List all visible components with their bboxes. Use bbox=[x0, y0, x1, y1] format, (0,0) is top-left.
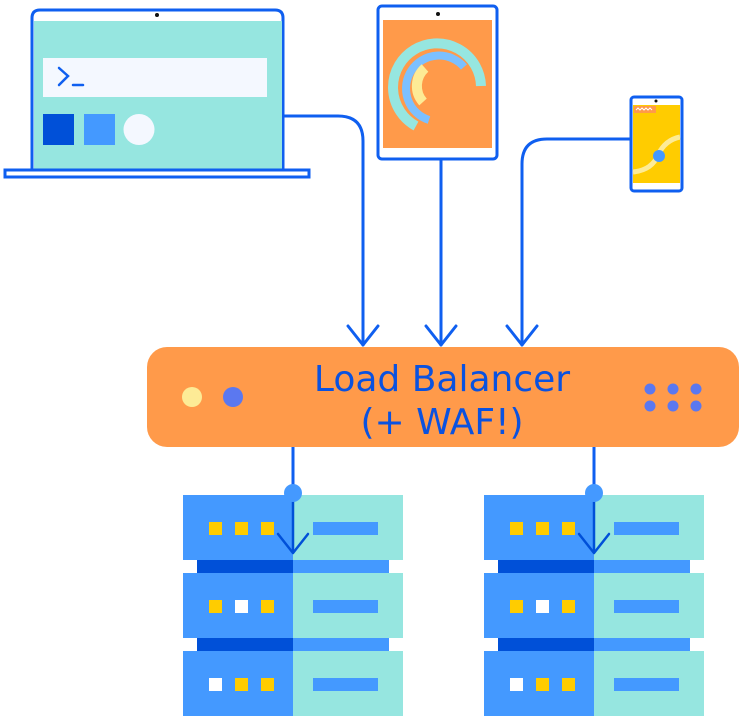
load-balancer: Load Balancer (+ WAF!) bbox=[147, 347, 739, 447]
laptop-arrowhead bbox=[346, 324, 380, 347]
server-led bbox=[209, 600, 222, 613]
server-led bbox=[562, 600, 575, 613]
server-led bbox=[536, 600, 549, 613]
server-rail-right bbox=[594, 560, 690, 573]
laptop-camera bbox=[155, 13, 159, 17]
server-rail-left bbox=[498, 560, 594, 573]
server-led bbox=[562, 522, 575, 535]
server-led bbox=[261, 600, 274, 613]
load-balancer-title-line2: (+ WAF!) bbox=[360, 402, 523, 443]
load-balancer-title-line1: Load Balancer bbox=[314, 359, 570, 400]
server-led bbox=[235, 678, 248, 691]
server-status-bar bbox=[614, 522, 679, 535]
server-led bbox=[261, 678, 274, 691]
server-led bbox=[536, 678, 549, 691]
server-led bbox=[235, 600, 248, 613]
phone-arrowhead bbox=[505, 324, 539, 347]
server-rail-left bbox=[197, 560, 293, 573]
white-circle bbox=[123, 114, 155, 145]
server-led bbox=[510, 600, 523, 613]
server-junction-dot bbox=[284, 484, 302, 502]
squiggle-icon bbox=[635, 107, 653, 111]
phone bbox=[629, 95, 684, 193]
grid-dots-icon bbox=[644, 383, 702, 412]
server-rail-left bbox=[498, 638, 594, 651]
tablet-arrowhead bbox=[424, 324, 458, 347]
tablet bbox=[376, 4, 499, 161]
load-balancer-box bbox=[147, 347, 739, 447]
server-led bbox=[510, 522, 523, 535]
laptop-connector bbox=[281, 114, 365, 347]
tablet-camera bbox=[436, 12, 440, 16]
server-led bbox=[562, 678, 575, 691]
server-status-bar bbox=[313, 678, 378, 691]
terminal-bar bbox=[43, 58, 267, 97]
server-led bbox=[536, 522, 549, 535]
server-led bbox=[209, 522, 222, 535]
light-blue-square bbox=[84, 114, 115, 145]
server-junction-dot bbox=[585, 484, 603, 502]
server-rail-right bbox=[293, 638, 389, 651]
server-arrowhead bbox=[276, 532, 310, 555]
server-rail-right bbox=[293, 560, 389, 573]
blue-status-dot bbox=[223, 387, 243, 407]
donut-chart-icon bbox=[388, 38, 486, 131]
phone-dot bbox=[653, 150, 665, 162]
dark-blue-square bbox=[43, 114, 74, 145]
server-2 bbox=[484, 447, 704, 716]
laptop bbox=[3, 8, 311, 179]
server-led bbox=[235, 522, 248, 535]
server-led bbox=[510, 678, 523, 691]
terminal-prompt-icon bbox=[57, 66, 85, 87]
laptop-base bbox=[3, 168, 311, 179]
yellow-status-dot bbox=[182, 387, 202, 407]
server-arrowhead bbox=[577, 532, 611, 555]
server-led bbox=[261, 522, 274, 535]
phone-camera bbox=[654, 99, 658, 103]
connectors bbox=[281, 114, 632, 347]
server-status-bar bbox=[313, 522, 378, 535]
servers bbox=[183, 447, 704, 716]
phone-connector bbox=[520, 137, 632, 347]
server-status-bar bbox=[614, 600, 679, 613]
server-status-bar bbox=[614, 678, 679, 691]
server-led bbox=[209, 678, 222, 691]
server-rail-right bbox=[594, 638, 690, 651]
server-status-bar bbox=[313, 600, 378, 613]
server-rail-left bbox=[197, 638, 293, 651]
server-1 bbox=[183, 447, 403, 716]
